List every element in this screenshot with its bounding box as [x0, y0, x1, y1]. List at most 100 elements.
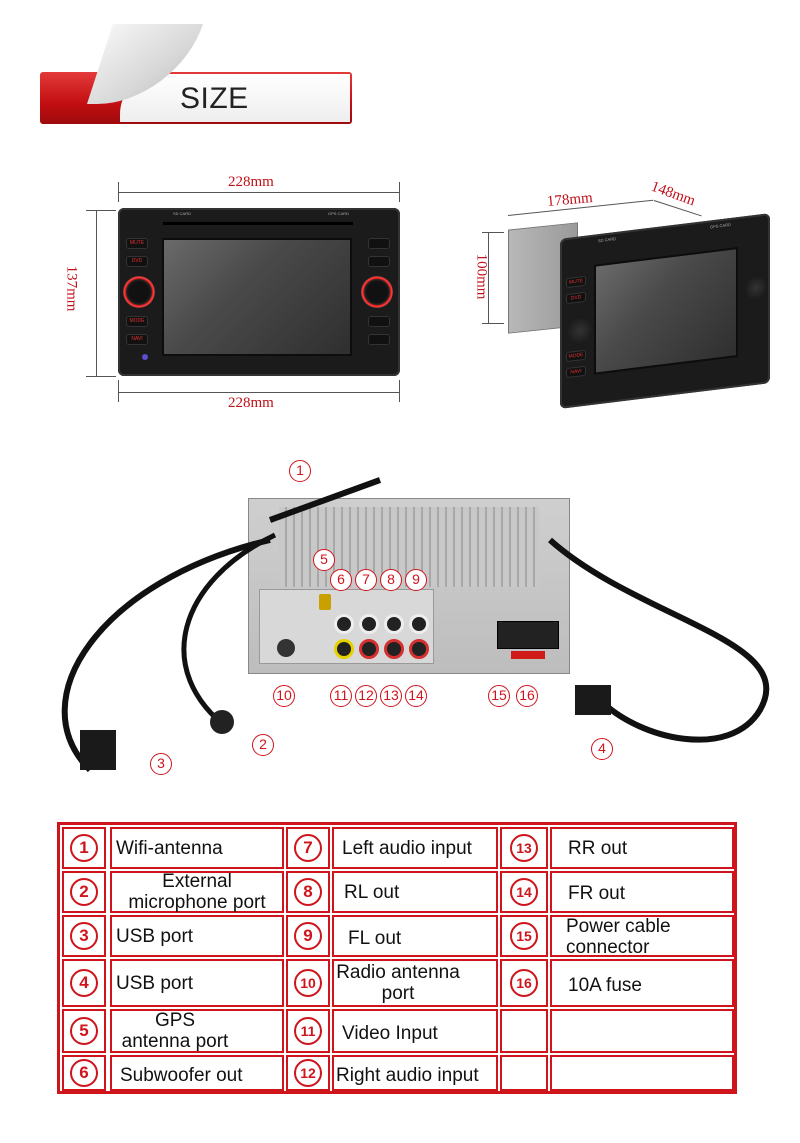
legend-num-16: 16 [510, 969, 538, 997]
front-width-bottom-label: 228mm [228, 395, 274, 411]
legend-num-9: 9 [294, 922, 322, 950]
rca-left-in [359, 614, 379, 634]
legend-label-11: Video Input [342, 1023, 438, 1044]
front-power-icon[interactable] [142, 354, 148, 360]
legend-label-12: Right audio input [336, 1065, 479, 1086]
slot-gps-label: GPS CARD [328, 211, 349, 216]
rca-fl [409, 614, 429, 634]
rca-fr [409, 639, 429, 659]
legend-cell [286, 827, 330, 869]
legend-num-1: 1 [70, 834, 98, 862]
legend-num-10: 10 [294, 969, 322, 997]
legend-label-7: Left audio input [342, 838, 472, 859]
legend-cell [500, 915, 548, 957]
rca-right-in [359, 639, 379, 659]
legend-num-13: 13 [510, 834, 538, 862]
legend-label-1: Wifi-antenna [116, 838, 223, 859]
side-slot-gps-label: GPS CARD [710, 221, 731, 230]
legend-cell [110, 827, 284, 869]
mic-cable [181, 532, 277, 732]
side-width-label: 178mm [546, 190, 594, 210]
front-view: 228mm 228mm 137mm SD CARD GPS CARD MUTE … [0, 0, 800, 420]
legend-label-15: Power cable connector [566, 916, 671, 958]
front-screen [162, 238, 352, 356]
callout-8: 8 [380, 569, 402, 591]
side-height-label: 100mm [473, 253, 490, 300]
legend-num-2: 2 [70, 878, 98, 906]
legend-cell [550, 915, 734, 957]
front-next-button[interactable] [368, 334, 390, 345]
side-height-tick-bottom [482, 323, 504, 324]
side-view: 178mm 148mm 100mm SD CARD GPS CARD MUTE … [0, 0, 800, 420]
legend-cell [62, 1009, 106, 1053]
radio-antenna-socket [277, 639, 295, 657]
legend-cell [500, 827, 548, 869]
side-left-knob[interactable] [568, 314, 592, 346]
side-navi-button[interactable]: NAVI [566, 365, 586, 379]
callout-16: 16 [516, 685, 538, 707]
legend-num-6: 6 [70, 1059, 98, 1087]
front-width-tick-left [118, 182, 119, 202]
gps-connector [319, 594, 331, 610]
callout-12: 12 [355, 685, 377, 707]
front-navi-button[interactable]: NAVI [126, 334, 148, 345]
side-dvd-button[interactable]: DVD [566, 291, 586, 305]
legend-cell [550, 827, 734, 869]
front-width-top-label: 228mm [228, 174, 274, 190]
side-slot-sd-label: SD CARD [598, 236, 617, 244]
callout-2: 2 [252, 734, 274, 756]
front-width-tick-br [399, 380, 400, 402]
legend-cell [110, 915, 284, 957]
legend-table: 1 Wifi-antenna 2 External microphone por… [57, 822, 737, 1094]
callout-4: 4 [591, 738, 613, 760]
front-mute-button[interactable]: MUTE [126, 238, 148, 249]
side-height-tick-top [482, 232, 504, 233]
size-banner: SIZE [40, 24, 352, 124]
fuse [511, 651, 545, 659]
legend-num-11: 11 [294, 1017, 322, 1045]
legend-cell [286, 959, 330, 1007]
side-right-knob[interactable] [746, 273, 766, 303]
side-mode-button[interactable]: MODE [566, 349, 586, 363]
legend-cell [332, 1009, 498, 1053]
disc-slot [163, 222, 353, 225]
front-play-button[interactable] [368, 256, 390, 267]
legend-cell [500, 959, 548, 1007]
legend-cell [550, 959, 734, 1007]
wifi-antenna-cable [268, 477, 382, 523]
callout-10: 10 [273, 685, 295, 707]
legend-cell [62, 1055, 106, 1091]
legend-cell-empty [550, 1009, 734, 1053]
legend-num-15: 15 [510, 922, 538, 950]
legend-cell [62, 827, 106, 869]
front-prev-button[interactable] [368, 316, 390, 327]
side-screen [594, 247, 738, 375]
front-mode-button[interactable]: MODE [126, 316, 148, 327]
front-dvd-button[interactable]: DVD [126, 256, 148, 267]
side-mute-button[interactable]: MUTE [566, 275, 586, 289]
callout-7: 7 [355, 569, 377, 591]
legend-label-14: FR out [568, 883, 626, 904]
front-eject-button[interactable] [368, 238, 390, 249]
banner-title: SIZE [180, 82, 249, 115]
legend-cell [62, 959, 106, 1007]
legend-cell [110, 959, 284, 1007]
legend-label-4: USB port [116, 973, 194, 994]
front-left-knob[interactable] [123, 276, 155, 308]
rca-subwoofer [334, 614, 354, 634]
legend-num-7: 7 [294, 834, 322, 862]
front-right-knob[interactable] [361, 276, 393, 308]
rca-video [334, 639, 354, 659]
rca-rr [384, 639, 404, 659]
legend-cell [286, 915, 330, 957]
cables-svg [61, 477, 770, 773]
front-height-tick-bottom [86, 376, 116, 377]
legend-label-5: GPS antenna port [121, 1010, 229, 1052]
callout-14: 14 [405, 685, 427, 707]
callout-15: 15 [488, 685, 510, 707]
front-width-tick-right [399, 182, 400, 202]
side-height-line [488, 232, 489, 324]
callout-11: 11 [330, 685, 352, 707]
front-width-tick-bl [118, 380, 119, 402]
legend-cell [550, 871, 734, 913]
